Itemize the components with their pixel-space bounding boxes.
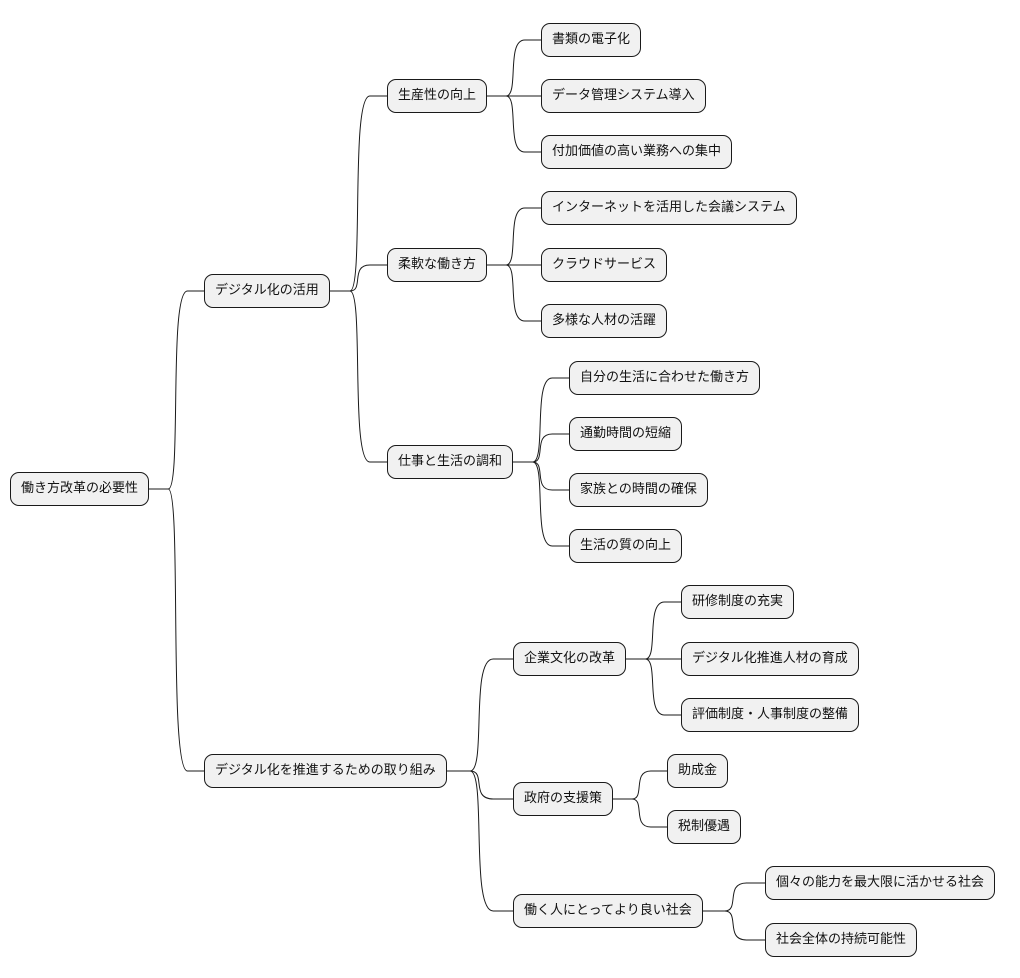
leaf-tax-incentives: 税制優遇: [667, 810, 742, 844]
connector-n-0-1-0: [487, 207, 541, 266]
leaf-maximize-abilities-society: 個々の能力を最大限に活かせる社会: [765, 866, 996, 900]
connector-n-1-0-0: [626, 601, 681, 660]
leaf-data-management-system: データ管理システム導入: [541, 79, 706, 113]
connector-n-0: [149, 290, 204, 490]
node-flexible-work: 柔軟な働き方: [387, 248, 488, 282]
connector-n-1-0-2: [626, 658, 681, 716]
connector-n-1-1-0: [613, 770, 667, 800]
node-government-support: 政府の支援策: [513, 782, 614, 816]
leaf-cloud-service: クラウドサービス: [541, 248, 668, 282]
leaf-digital-talent-development: デジタル化推進人材の育成: [681, 642, 859, 676]
leaf-evaluation-hr-system: 評価制度・人事制度の整備: [681, 698, 860, 732]
connector-n-1-0: [447, 658, 513, 772]
leaf-online-meeting-system: インターネットを活用した会議システム: [541, 191, 797, 225]
leaf-quality-of-life: 生活の質の向上: [569, 529, 683, 563]
leaf-subsidy: 助成金: [667, 754, 729, 788]
node-work-life-balance: 仕事と生活の調和: [387, 445, 514, 479]
connector-n-0-2-0: [513, 377, 569, 463]
node-productivity-improvement: 生産性の向上: [387, 79, 488, 113]
connector-n-1-1-1: [613, 798, 667, 828]
leaf-shorter-commute: 通勤時間の短縮: [569, 417, 683, 451]
connector-n-0-0-2: [487, 95, 541, 153]
leaf-family-time: 家族との時間の確保: [569, 473, 708, 507]
connector-n-0-0-0: [487, 39, 541, 97]
node-corporate-culture-reform: 企業文化の改革: [513, 642, 627, 676]
node-better-society-for-workers: 働く人にとってより良い社会: [513, 894, 703, 928]
connector-n-1-2-1: [703, 910, 765, 941]
leaf-society-sustainability: 社会全体の持続可能性: [765, 923, 918, 957]
connector-n-1-2: [447, 770, 513, 912]
leaf-diverse-talent: 多様な人材の活躍: [541, 304, 668, 338]
connector-n-0-2-3: [513, 461, 569, 547]
connector-n-0-1-2: [487, 264, 541, 322]
connector-n-1-2-0: [703, 882, 765, 912]
connector-n-1: [149, 488, 204, 772]
connector-n-0-1: [330, 264, 387, 292]
connector-n-0-2-2: [513, 461, 569, 491]
connector-n-0-0: [330, 95, 387, 292]
leaf-training-system: 研修制度の充実: [681, 585, 795, 619]
leaf-high-value-work-focus: 付加価値の高い業務への集中: [541, 135, 733, 169]
root-node: 働き方改革の必要性: [10, 472, 150, 506]
connector-n-0-2: [330, 290, 387, 463]
branch-digital-utilization: デジタル化の活用: [204, 274, 330, 308]
connector-n-0-2-1: [513, 433, 569, 463]
branch-digital-promotion-initiatives: デジタル化を推進するための取り組み: [204, 754, 447, 788]
leaf-document-digitization: 書類の電子化: [541, 23, 642, 57]
leaf-lifestyle-based-work: 自分の生活に合わせた働き方: [569, 361, 761, 395]
connector-n-1-1: [447, 770, 513, 800]
